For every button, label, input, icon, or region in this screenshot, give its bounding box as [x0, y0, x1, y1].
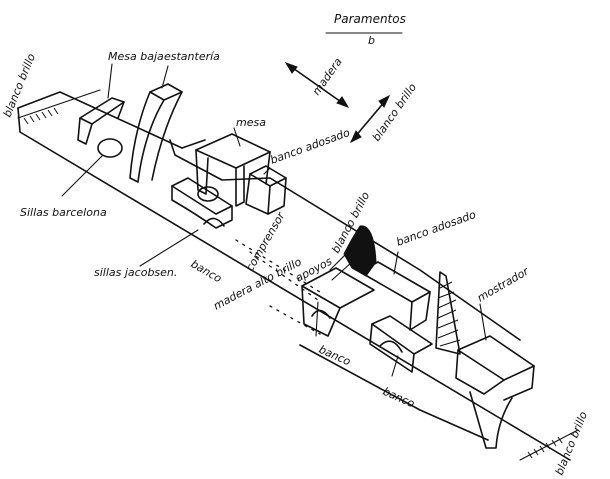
hatched-panel — [435, 271, 461, 355]
apoyos-figure — [329, 225, 377, 281]
label-mesa-baja: Mesa baja — [108, 50, 164, 63]
leader-sillas-jacobsen — [139, 229, 199, 267]
label-banco-adosado-1: banco adosado — [269, 126, 352, 167]
leader-mesa — [233, 127, 241, 147]
label-banco-3: banco — [381, 385, 417, 411]
mesa-baja-shape — [77, 97, 125, 145]
label-blanco-brillo-1: blanco brillo — [1, 51, 38, 119]
silla-barcelona-circle — [97, 138, 123, 158]
leader-banco-adosado-1 — [263, 167, 271, 175]
label-estanteria: estantería — [164, 50, 220, 63]
jacobsen-bench-shape — [171, 177, 233, 229]
edge-hatch-left — [17, 89, 101, 125]
long-bench-shape — [359, 261, 431, 331]
leader-sillas-barcelona — [61, 155, 103, 197]
estanteria-shape — [129, 83, 183, 183]
floor-slab — [17, 91, 571, 461]
blanco-brillo-direction-arrow — [349, 94, 391, 144]
madera-direction-arrow — [284, 62, 350, 108]
label-sillas-barcelona: Sillas barcelona — [20, 206, 107, 219]
label-mostrador: mostrador — [475, 264, 532, 304]
center-bench-shape — [301, 267, 375, 337]
edge-hatch-right — [519, 429, 579, 461]
label-sillas-jacobsen: sillas jacobsen. — [94, 266, 177, 279]
title-paramentos: Paramentos — [334, 12, 406, 26]
arrow-label-blanco-brillo: blanco brillo — [370, 81, 419, 144]
leader-estanteria — [161, 65, 169, 89]
label-blanco-brillo-3: blanco brillo — [553, 409, 590, 477]
label-mesa: mesa — [236, 116, 266, 129]
banco-adosado-1-shape — [245, 165, 287, 215]
lower-bench-shape — [369, 315, 433, 373]
label-banco-adosado-2: banco adosado — [395, 208, 478, 249]
leader-mostrador — [479, 303, 487, 341]
label-banco-1: banco — [189, 257, 225, 285]
leader-banco-2 — [315, 301, 319, 337]
leader-mesa-baja — [107, 63, 113, 99]
leader-banco-adosado-2 — [393, 251, 399, 275]
title-subletter: b — [368, 34, 375, 47]
leader-banco-3 — [391, 355, 399, 377]
mostrador-shape — [455, 335, 535, 449]
